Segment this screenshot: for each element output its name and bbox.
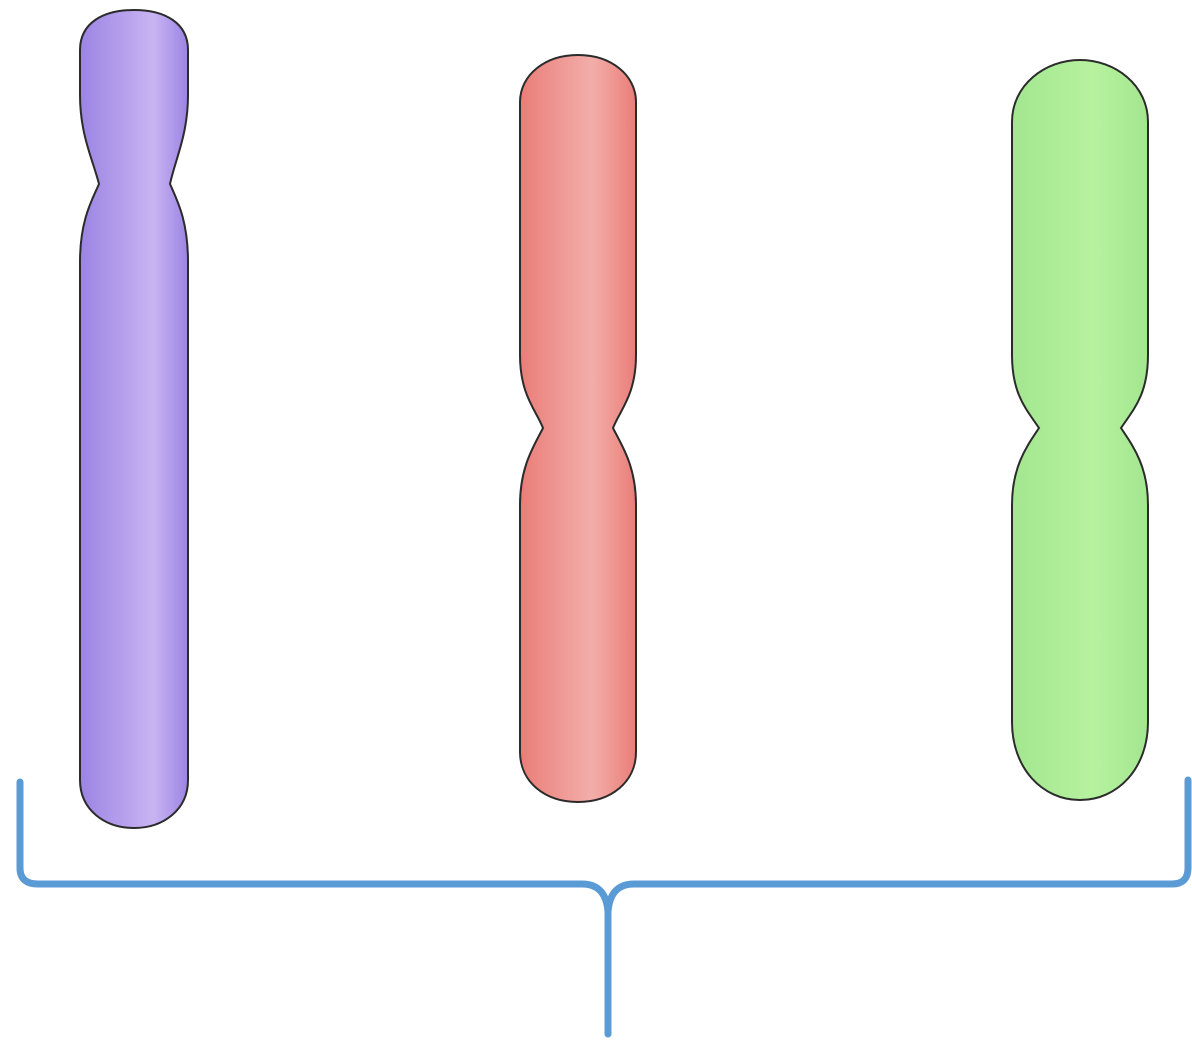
- grouping-bracket: [20, 780, 1188, 1034]
- chromosome-green: [1012, 60, 1148, 800]
- chromosome-purple: [80, 10, 188, 828]
- chromosome-red: [520, 55, 636, 802]
